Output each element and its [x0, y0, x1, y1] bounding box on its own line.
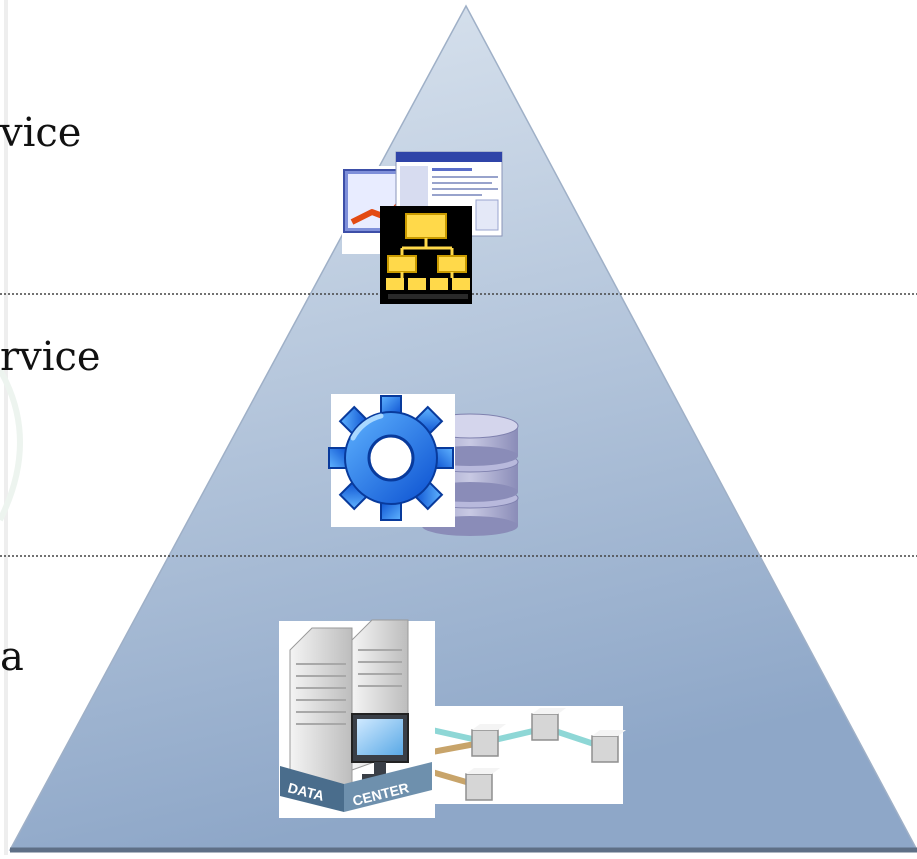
layer-label-middle: rvice [0, 334, 101, 380]
org-chart-icon [380, 206, 472, 304]
data-center-server-icon: DATA CENTER [279, 619, 435, 818]
layer-label-bottom: a [0, 634, 24, 680]
layer-label-top: vice [0, 110, 82, 156]
background-swirl-decoration [0, 368, 23, 522]
gear-icon [328, 394, 455, 527]
network-nodes-icon [430, 706, 626, 804]
